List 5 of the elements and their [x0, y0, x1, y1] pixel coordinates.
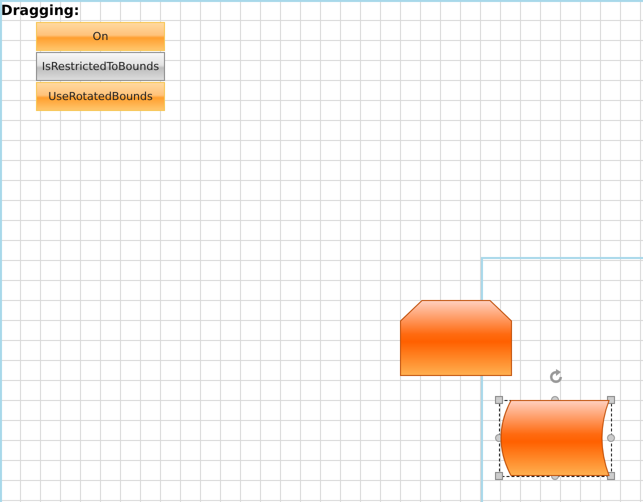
restrict-bounds-button: IsRestrictedToBounds — [36, 52, 165, 81]
cut-corner-shape — [400, 300, 512, 376]
on-button: On — [36, 22, 165, 51]
rotated-bounds-button: UseRotatedBounds — [36, 82, 165, 111]
title: Dragging: — [1, 3, 80, 19]
